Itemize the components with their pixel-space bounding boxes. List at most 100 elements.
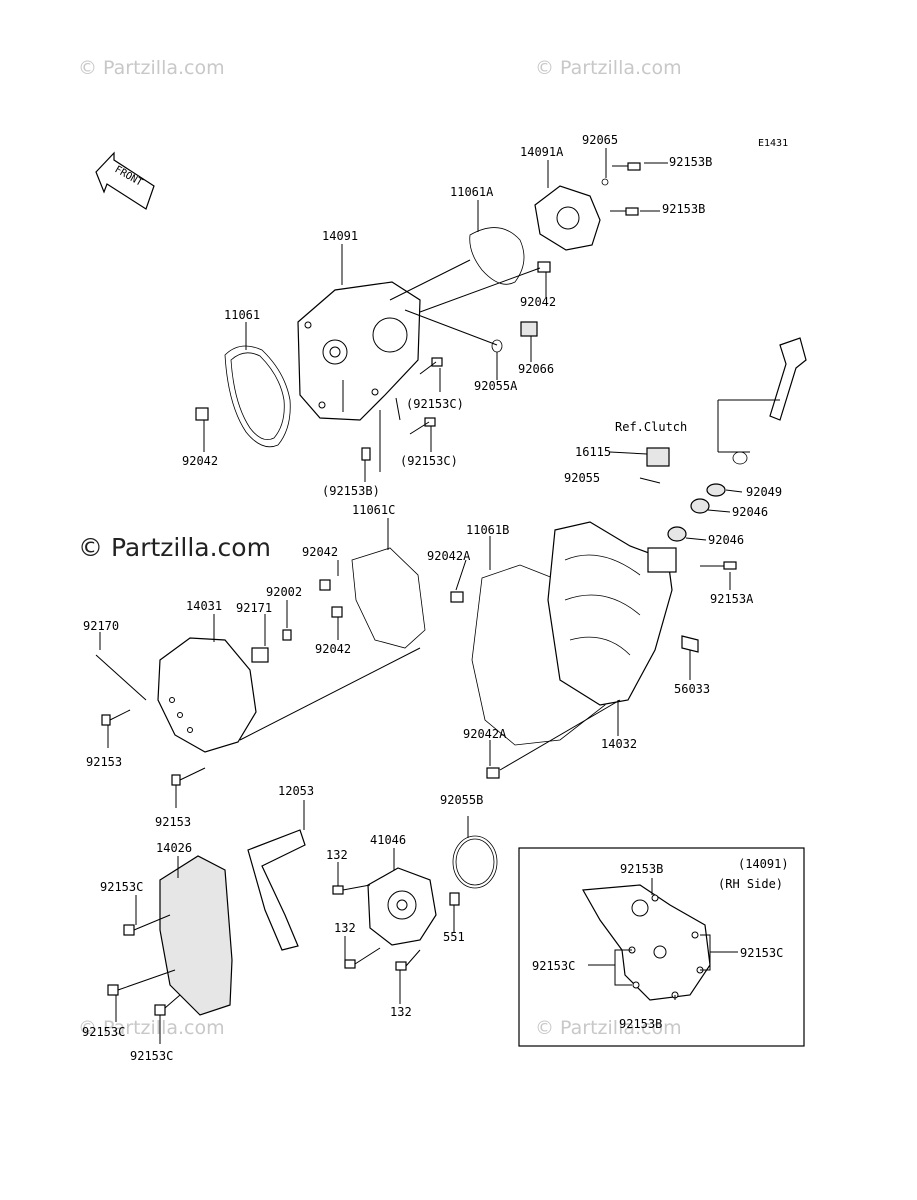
bolt-92153c-lower-1 bbox=[123, 924, 135, 936]
label-92153-1: 92153 bbox=[86, 755, 122, 769]
label-inset-92153c-2: 92153C bbox=[532, 959, 575, 973]
watermark-bottom-right: © Partzilla.com bbox=[535, 1017, 682, 1039]
label-92042-b: 92042 bbox=[182, 454, 218, 468]
bolt-92002 bbox=[282, 629, 292, 641]
part-92055a-oring bbox=[491, 339, 503, 353]
watermark-bottom-left: © Partzilla.com bbox=[78, 1017, 225, 1039]
bolt-92153b-lower bbox=[361, 447, 371, 461]
part-clutch-lever bbox=[769, 337, 807, 421]
bolt-132-1 bbox=[332, 885, 344, 895]
label-92002: 92002 bbox=[266, 585, 302, 599]
label-132-1: 132 bbox=[326, 848, 348, 862]
bolt-92153-mid-2 bbox=[171, 767, 206, 786]
label-14032: 14032 bbox=[601, 737, 637, 751]
part-11061c-gasket bbox=[351, 547, 426, 649]
label-92153b-paren: (92153B) bbox=[322, 484, 380, 498]
label-92153b-2: 92153B bbox=[662, 202, 705, 216]
bolt-132-2 bbox=[344, 959, 356, 969]
part-92046-bearing-2 bbox=[667, 526, 687, 542]
label-92065: 92065 bbox=[582, 133, 618, 147]
part-14091-rh-side-view bbox=[582, 884, 711, 1001]
part-92170-rod bbox=[95, 654, 147, 701]
label-92153c-paren-1: (92153C) bbox=[406, 397, 464, 411]
watermark-top-right: © Partzilla.com bbox=[535, 57, 682, 79]
bolt-92153c-upper-2 bbox=[409, 417, 436, 435]
label-14026: 14026 bbox=[156, 841, 192, 855]
label-92171: 92171 bbox=[236, 601, 272, 615]
watermark-top-left: © Partzilla.com bbox=[78, 57, 225, 79]
part-14026-cover bbox=[159, 855, 233, 1016]
label-92066: 92066 bbox=[518, 362, 554, 376]
part-11061-gasket bbox=[224, 345, 291, 448]
part-92042-dowel-left bbox=[195, 407, 209, 421]
part-14091-cover bbox=[297, 281, 421, 421]
bolt-92153c-lower-3 bbox=[154, 1004, 166, 1016]
label-11061b: 11061B bbox=[466, 523, 509, 537]
bolt-92153-mid-1 bbox=[101, 709, 131, 726]
inset-box bbox=[518, 847, 805, 1047]
label-92055: 92055 bbox=[564, 471, 600, 485]
label-11061: 11061 bbox=[224, 308, 260, 322]
label-92042a-2: 92042A bbox=[463, 727, 507, 741]
part-14031-generator-cover bbox=[157, 637, 257, 753]
washer-92065 bbox=[601, 178, 609, 186]
bolt-92153c-upper-1 bbox=[419, 357, 443, 375]
label-92170: 92170 bbox=[83, 619, 119, 633]
diagram-code: E1431 bbox=[758, 138, 788, 149]
part-14032-clutch-cover bbox=[547, 521, 677, 706]
part-92042-dowel-mid-1 bbox=[319, 579, 331, 591]
label-11061c: 11061C bbox=[352, 503, 395, 517]
part-12053-bracket bbox=[247, 829, 306, 951]
label-14031: 14031 bbox=[186, 599, 222, 613]
label-inset-subtitle: (RH Side) bbox=[718, 877, 783, 891]
label-92153c-paren-2: (92153C) bbox=[400, 454, 458, 468]
part-56033-label bbox=[681, 635, 699, 653]
label-11061a: 11061A bbox=[450, 185, 494, 199]
label-92046-1: 92046 bbox=[732, 505, 768, 519]
part-labels: 14091A 92065 92153B 92153B 11061A 14091 … bbox=[82, 133, 789, 1063]
part-11061b-gasket bbox=[471, 564, 617, 746]
watermark-middle-left: © Partzilla.com bbox=[78, 533, 271, 562]
label-56033: 56033 bbox=[674, 682, 710, 696]
label-92153c-2: 92153C bbox=[82, 1025, 125, 1039]
label-132-3: 132 bbox=[390, 1005, 412, 1019]
label-12053: 12053 bbox=[278, 784, 314, 798]
label-ref-clutch: Ref.Clutch bbox=[615, 420, 687, 434]
label-92042-c: 92042 bbox=[302, 545, 338, 559]
label-92042-d: 92042 bbox=[315, 642, 351, 656]
label-inset-92153b-2: 92153B bbox=[619, 1017, 662, 1031]
part-spring-ring bbox=[732, 451, 748, 465]
label-92046-2: 92046 bbox=[708, 533, 744, 547]
part-551-pin bbox=[449, 892, 460, 906]
part-92042a-dowel-2 bbox=[486, 767, 500, 779]
label-92055a: 92055A bbox=[474, 379, 518, 393]
label-92049: 92049 bbox=[746, 485, 782, 499]
part-92055b-oring bbox=[452, 835, 498, 889]
part-92042a-dowel-1 bbox=[450, 591, 464, 603]
part-92066-plug bbox=[520, 321, 538, 337]
label-14091: 14091 bbox=[322, 229, 358, 243]
part-92171-clamp bbox=[251, 647, 269, 663]
part-11061a-gasket bbox=[469, 227, 525, 285]
part-14091a-cover bbox=[534, 185, 601, 251]
label-92042a-1: 92042A bbox=[427, 549, 471, 563]
part-92042-dowel-upper bbox=[537, 261, 551, 273]
label-inset-92153c-1: 92153C bbox=[740, 946, 783, 960]
label-92042-a: 92042 bbox=[520, 295, 556, 309]
bolt-92153c-lower-2 bbox=[107, 984, 119, 996]
label-inset-title: (14091) bbox=[738, 857, 789, 871]
label-14091a: 14091A bbox=[520, 145, 564, 159]
label-92153b-1: 92153B bbox=[669, 155, 712, 169]
part-41046-water-pump-cover bbox=[367, 867, 437, 946]
part-16115-cap bbox=[646, 447, 670, 467]
label-92153-2: 92153 bbox=[155, 815, 191, 829]
label-132-2: 132 bbox=[334, 921, 356, 935]
bolt-92153b-upper-1 bbox=[612, 162, 641, 171]
front-arrow-icon: FRONT bbox=[95, 151, 155, 210]
label-92153c-1: 92153C bbox=[100, 880, 143, 894]
label-41046: 41046 bbox=[370, 833, 406, 847]
label-92153c-3: 92153C bbox=[130, 1049, 173, 1063]
label-16115: 16115 bbox=[575, 445, 611, 459]
bolt-92153b-upper-2 bbox=[610, 207, 639, 216]
